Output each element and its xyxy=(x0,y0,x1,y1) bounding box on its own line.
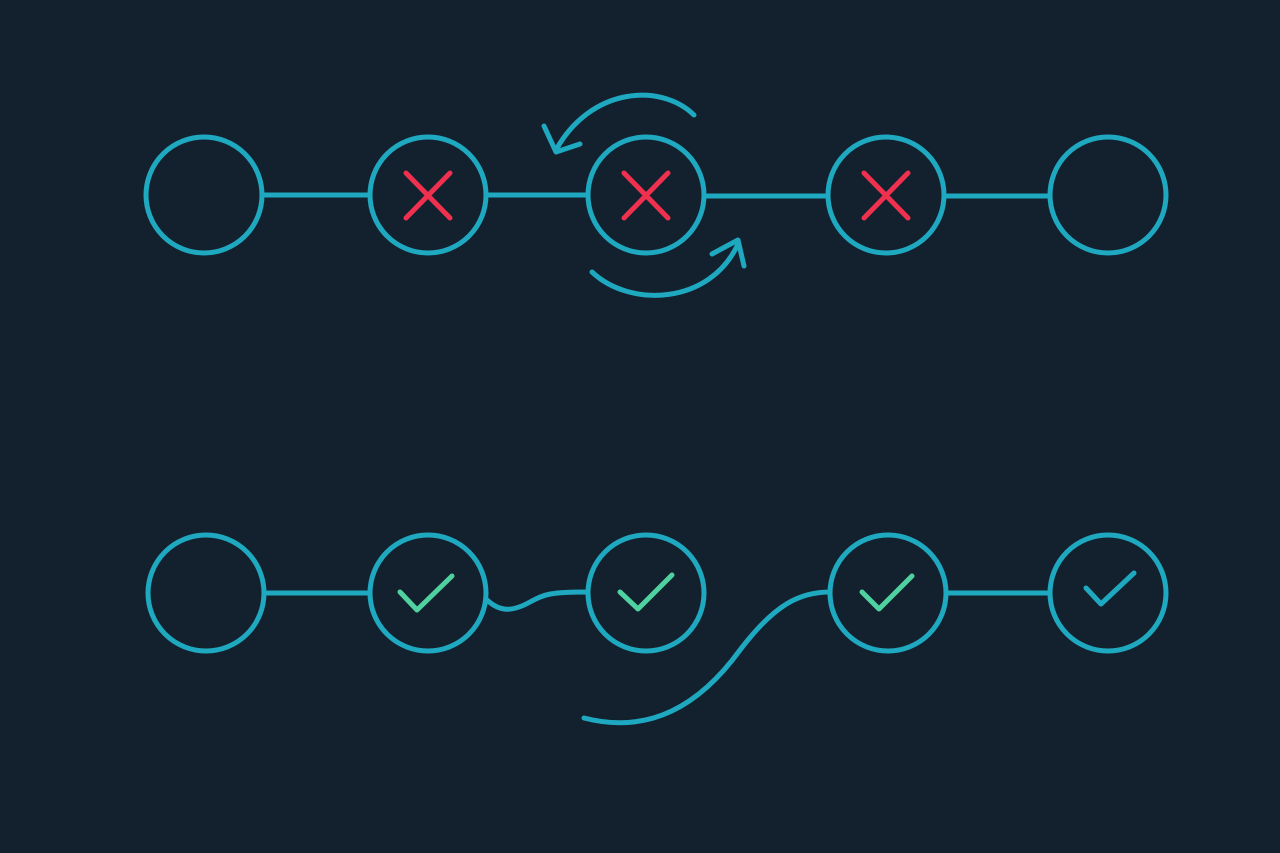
node-failed xyxy=(825,134,947,256)
node-passed xyxy=(827,532,949,654)
check-icon xyxy=(397,573,455,613)
node-failed xyxy=(585,134,707,256)
node-empty xyxy=(1047,134,1169,256)
pass-marks xyxy=(397,572,915,613)
node-empty xyxy=(143,134,265,256)
node-passed xyxy=(1047,532,1169,654)
check-icon xyxy=(859,573,915,612)
node-failed xyxy=(367,134,489,256)
wavy-connector xyxy=(484,589,591,612)
node-empty xyxy=(145,532,267,654)
fail-marks xyxy=(403,170,911,221)
bottom-chain xyxy=(145,532,1169,726)
x-icon xyxy=(861,170,911,221)
node-passed xyxy=(585,532,707,654)
check-icon xyxy=(1083,570,1137,607)
retry-arrow-icon xyxy=(589,241,741,298)
retry-arrow-icon xyxy=(553,92,697,153)
top-chain xyxy=(143,92,1169,298)
arrowhead-icon xyxy=(709,237,747,269)
check-icon xyxy=(617,572,675,612)
node-passed xyxy=(367,532,489,654)
x-icon xyxy=(403,170,453,221)
x-icon xyxy=(621,170,671,221)
detour-curve xyxy=(581,589,833,726)
arrowhead-icon xyxy=(541,123,583,155)
